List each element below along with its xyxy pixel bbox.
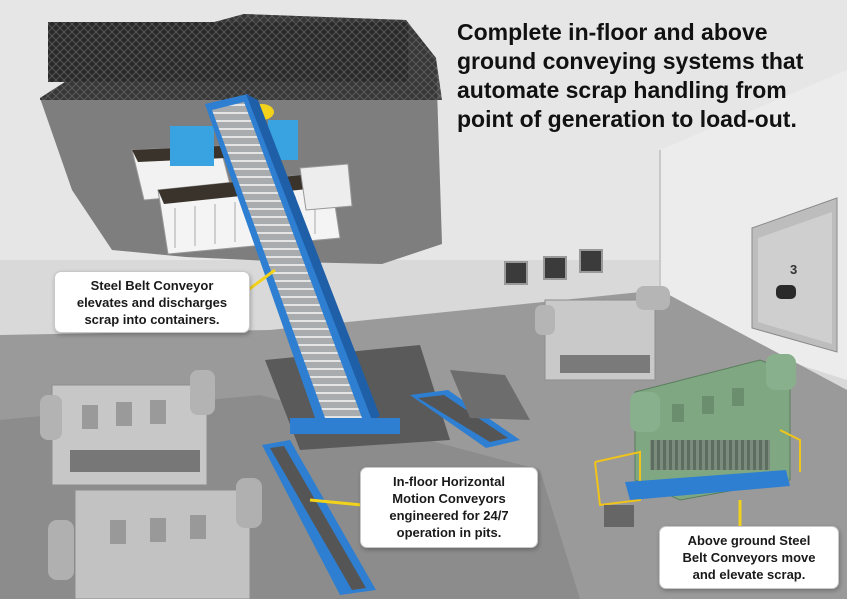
steel-belt-conveyor	[205, 94, 380, 432]
callout-line-text: Motion Conveyors	[392, 491, 506, 506]
conveyor-base	[290, 418, 400, 434]
callout-line-steel-belt	[247, 268, 276, 292]
callout-line-text: elevates and discharges	[76, 295, 228, 310]
headline: Complete in-floor and above ground conve…	[457, 18, 837, 134]
in-floor-conveyor	[410, 390, 520, 448]
wall-window	[579, 249, 603, 273]
callout-line-text: engineered for 24/7	[389, 508, 509, 523]
roll-up-door	[751, 197, 838, 353]
inset-fence-top	[40, 14, 442, 100]
callout-line-text: scrap into containers.	[84, 312, 220, 327]
callout-line-in-floor	[309, 498, 363, 507]
callout-in-floor-conveyors: In-floor Horizontal Motion Conveyors eng…	[360, 467, 538, 548]
above-ground-conveyor	[625, 470, 790, 500]
scrap-container	[299, 163, 353, 211]
callout-line-text: Steel Belt Conveyor	[90, 278, 214, 293]
callout-line-text: Above ground Steel	[687, 533, 811, 548]
callout-line-text: Belt Conveyors move	[682, 550, 816, 565]
scrap-bin	[604, 505, 634, 527]
press-machine	[48, 478, 262, 599]
callout-line-text: and elevate scrap.	[692, 567, 806, 582]
discharge-chute	[450, 370, 530, 420]
callout-steel-belt-conveyor: Steel Belt Conveyor elevates and dischar…	[54, 271, 250, 333]
headline-line: ground conveying systems that	[457, 48, 804, 74]
press-machine	[535, 286, 670, 381]
callout-line-text: operation in pits.	[396, 525, 502, 540]
headline-line: Complete in-floor and above	[457, 19, 768, 45]
safety-railing	[779, 429, 801, 472]
press-machine	[40, 370, 215, 486]
callout-above-ground-conveyors: Above ground Steel Belt Conveyors move a…	[659, 526, 839, 589]
safety-railing	[594, 450, 641, 507]
headline-line: point of generation to load-out.	[457, 106, 797, 132]
wall-window	[504, 261, 528, 285]
headline-line: automate scrap handling from	[457, 77, 787, 103]
green-press-machine	[630, 354, 796, 501]
callout-line-text: In-floor Horizontal	[393, 474, 505, 489]
hopper	[170, 126, 214, 166]
door-number: 3	[790, 262, 797, 277]
in-floor-conveyor	[262, 440, 376, 595]
wall-window	[543, 256, 567, 280]
